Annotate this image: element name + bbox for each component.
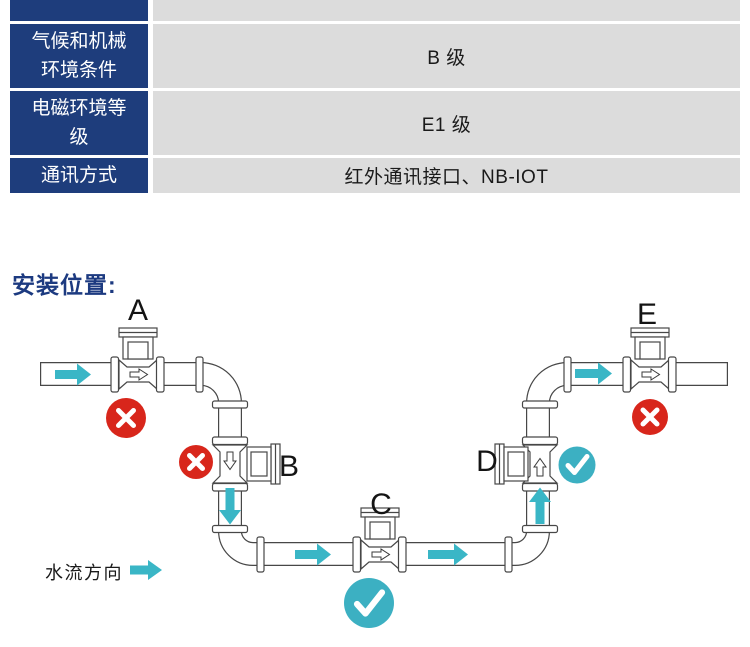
status-mark-b-incorrect	[179, 445, 213, 479]
flow-arrow-right-icon	[575, 362, 612, 385]
spec-header-cell	[10, 0, 148, 21]
spec-value-cell: B 级	[153, 24, 740, 88]
meter-b	[211, 436, 281, 492]
flow-arrow-right-icon	[55, 363, 91, 386]
meter-label-b: B	[278, 450, 300, 483]
meter-flange	[397, 536, 407, 573]
meter-flange	[622, 356, 632, 393]
flow-arrow-right-icon	[428, 543, 468, 566]
pipe-flange	[211, 524, 249, 534]
register-box-inner	[639, 341, 661, 360]
spec-value-cell: E1 级	[153, 91, 740, 155]
meter-label-e: E	[636, 298, 658, 331]
register-box-inner	[250, 451, 268, 477]
pipe-flange	[521, 400, 559, 409]
flow-arrows	[55, 362, 612, 580]
flow-legend-arrow-icon	[130, 560, 162, 580]
meter-label-d: D	[476, 445, 498, 478]
install-section-title: 安装位置:	[12, 272, 117, 298]
meter-label-c: C	[370, 488, 392, 521]
pipe-flange	[211, 400, 249, 409]
register-box-inner	[127, 341, 149, 360]
register-box-inner	[507, 451, 525, 477]
spec-value-cell	[153, 0, 740, 21]
flow-arrow-down-icon	[219, 488, 241, 525]
status-mark-e-incorrect	[632, 399, 668, 435]
status-mark-c-correct	[344, 578, 394, 628]
spec-table: 气候和机械 环境条件 B 级 电磁环境等 级 E1 级 通讯方式 红外通讯接口、…	[10, 0, 740, 193]
meter-c	[352, 507, 407, 573]
pipe-flange	[563, 356, 572, 393]
meter-direction-arrow-icon	[371, 548, 391, 561]
meter-direction-arrow-icon	[533, 457, 547, 477]
meter-flange	[352, 536, 362, 573]
pipe-flange	[195, 356, 204, 393]
meter-label-a: A	[127, 294, 149, 327]
meter-direction-arrow-icon	[223, 451, 237, 471]
table-row: 电磁环境等 级 E1 级	[10, 91, 740, 155]
flow-arrow-right-icon	[295, 543, 331, 566]
pipe-flange	[504, 536, 513, 573]
flow-legend-label: 水流方向	[45, 563, 123, 583]
table-row	[10, 0, 740, 21]
pipe-flange	[521, 524, 559, 534]
flow-arrow-up-icon	[529, 487, 551, 524]
meter-flange	[521, 436, 559, 446]
table-row: 通讯方式 红外通讯接口、NB-IOT	[10, 158, 740, 193]
status-mark-a-incorrect	[106, 398, 146, 438]
register-box-inner	[369, 521, 391, 540]
pipe-flange	[256, 536, 265, 573]
meter-direction-arrow-icon	[641, 368, 661, 381]
spec-header-cell: 电磁环境等 级	[10, 91, 148, 155]
status-mark-d-correct	[558, 446, 596, 484]
spec-header-cell: 气候和机械 环境条件	[10, 24, 148, 88]
meter-d	[494, 436, 559, 492]
installation-diagram	[39, 327, 729, 628]
meter-flange	[110, 356, 120, 393]
meter-flange	[211, 436, 249, 446]
meter-e	[622, 327, 677, 393]
table-row: 气候和机械 环境条件 B 级	[10, 24, 740, 88]
meter-flange	[155, 356, 165, 393]
spec-value-cell: 红外通讯接口、NB-IOT	[153, 158, 740, 193]
meter-a	[110, 327, 165, 393]
meter-direction-arrow-icon	[129, 368, 149, 381]
spec-header-cell: 通讯方式	[10, 158, 148, 193]
meter-flange	[667, 356, 677, 393]
